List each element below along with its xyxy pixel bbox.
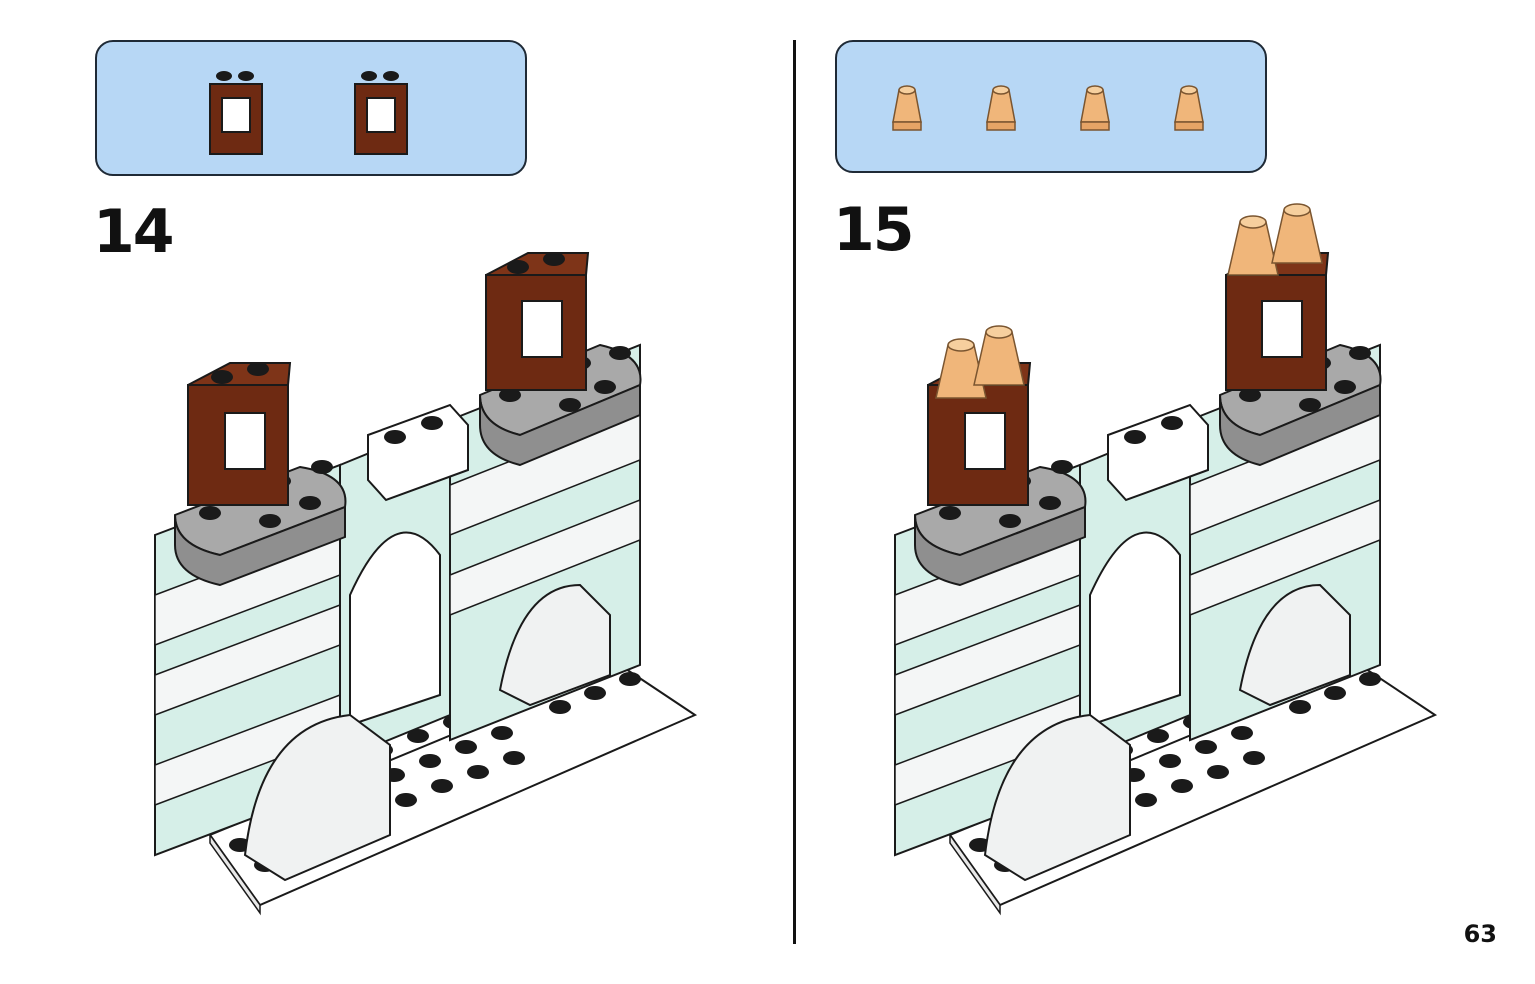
step-number-14: 14 [93, 197, 174, 267]
page-number: 63 [1463, 920, 1497, 948]
cone-brick-icon [1080, 85, 1110, 131]
page-divider [793, 40, 796, 944]
cone-brick-icon [1174, 85, 1204, 131]
cone-brick-icon [986, 85, 1016, 131]
parts-callout-step-14 [95, 40, 527, 176]
model-illustration-step-14 [154, 252, 698, 916]
parts-callout-step-15 [835, 40, 1267, 173]
cone-brick-icon [892, 85, 922, 131]
step-number-15: 15 [833, 195, 914, 265]
window-frame-brick-icon [354, 71, 408, 155]
window-frame-brick-icon [209, 71, 263, 155]
model-illustration-step-15 [894, 203, 1438, 916]
